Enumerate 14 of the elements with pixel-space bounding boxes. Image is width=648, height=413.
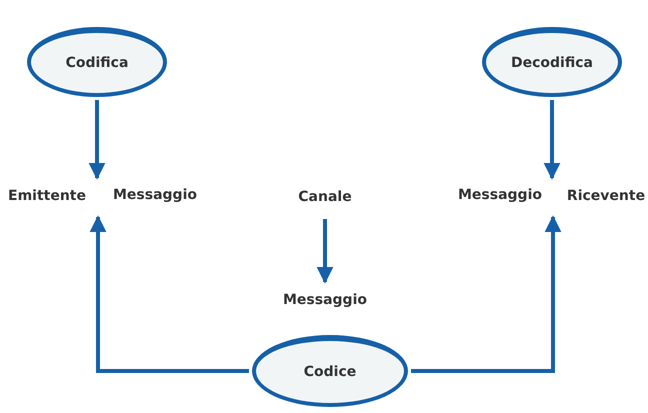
arrow bbox=[88, 100, 106, 180]
text-label: Ricevente bbox=[566, 188, 646, 204]
arrow bbox=[316, 219, 334, 284]
node-label: Codice bbox=[304, 364, 356, 380]
text-label: Emittente bbox=[8, 188, 86, 204]
text-label: Canale bbox=[298, 189, 352, 205]
node-label: Decodifica bbox=[511, 55, 593, 71]
text-label: Messaggio bbox=[113, 187, 197, 203]
arrow bbox=[90, 215, 249, 373]
arrow bbox=[544, 100, 560, 180]
node-label: Codifica bbox=[66, 55, 128, 71]
text-label: Messaggio bbox=[283, 292, 367, 308]
arrow bbox=[411, 215, 562, 373]
text-label: Messaggio bbox=[458, 187, 542, 203]
